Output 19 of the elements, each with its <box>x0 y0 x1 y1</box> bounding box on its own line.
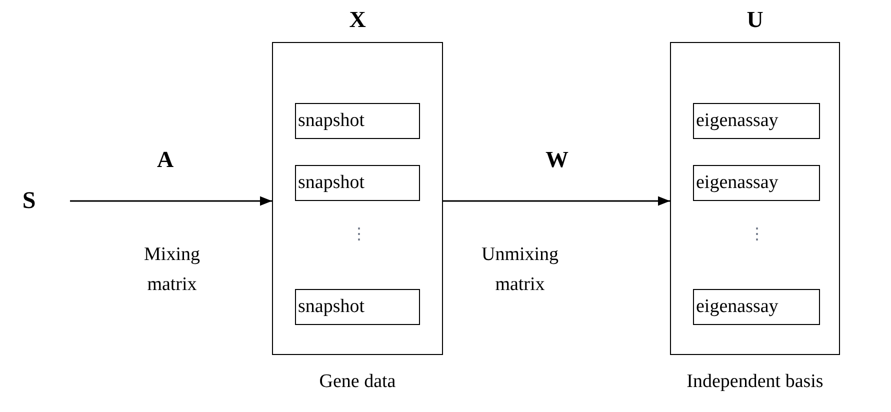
vector-box: eigenassay <box>693 165 820 201</box>
vector-box: snapshot <box>295 103 420 139</box>
ellipsis-label: ⋮ <box>749 225 765 245</box>
arrow <box>443 196 670 206</box>
matrix-heading: X <box>348 8 367 31</box>
matrix-label: Mixing matrix <box>143 243 201 298</box>
arrow <box>70 196 272 206</box>
matrix-heading: U <box>746 8 764 31</box>
vector-box: eigenassay <box>693 103 820 139</box>
source-label: S <box>14 186 44 216</box>
ellipsis-label: ⋮ <box>351 225 367 245</box>
vector-box: snapshot <box>295 165 420 201</box>
node-label: Gene data <box>318 372 397 391</box>
vector-box: eigenassay <box>693 289 820 325</box>
matrix-label: Unmixing matrix <box>480 243 560 298</box>
vector-box: snapshot <box>295 289 420 325</box>
node-label: Independent basis <box>686 372 824 391</box>
matrix-box <box>670 42 840 355</box>
matrix-box <box>272 42 443 355</box>
